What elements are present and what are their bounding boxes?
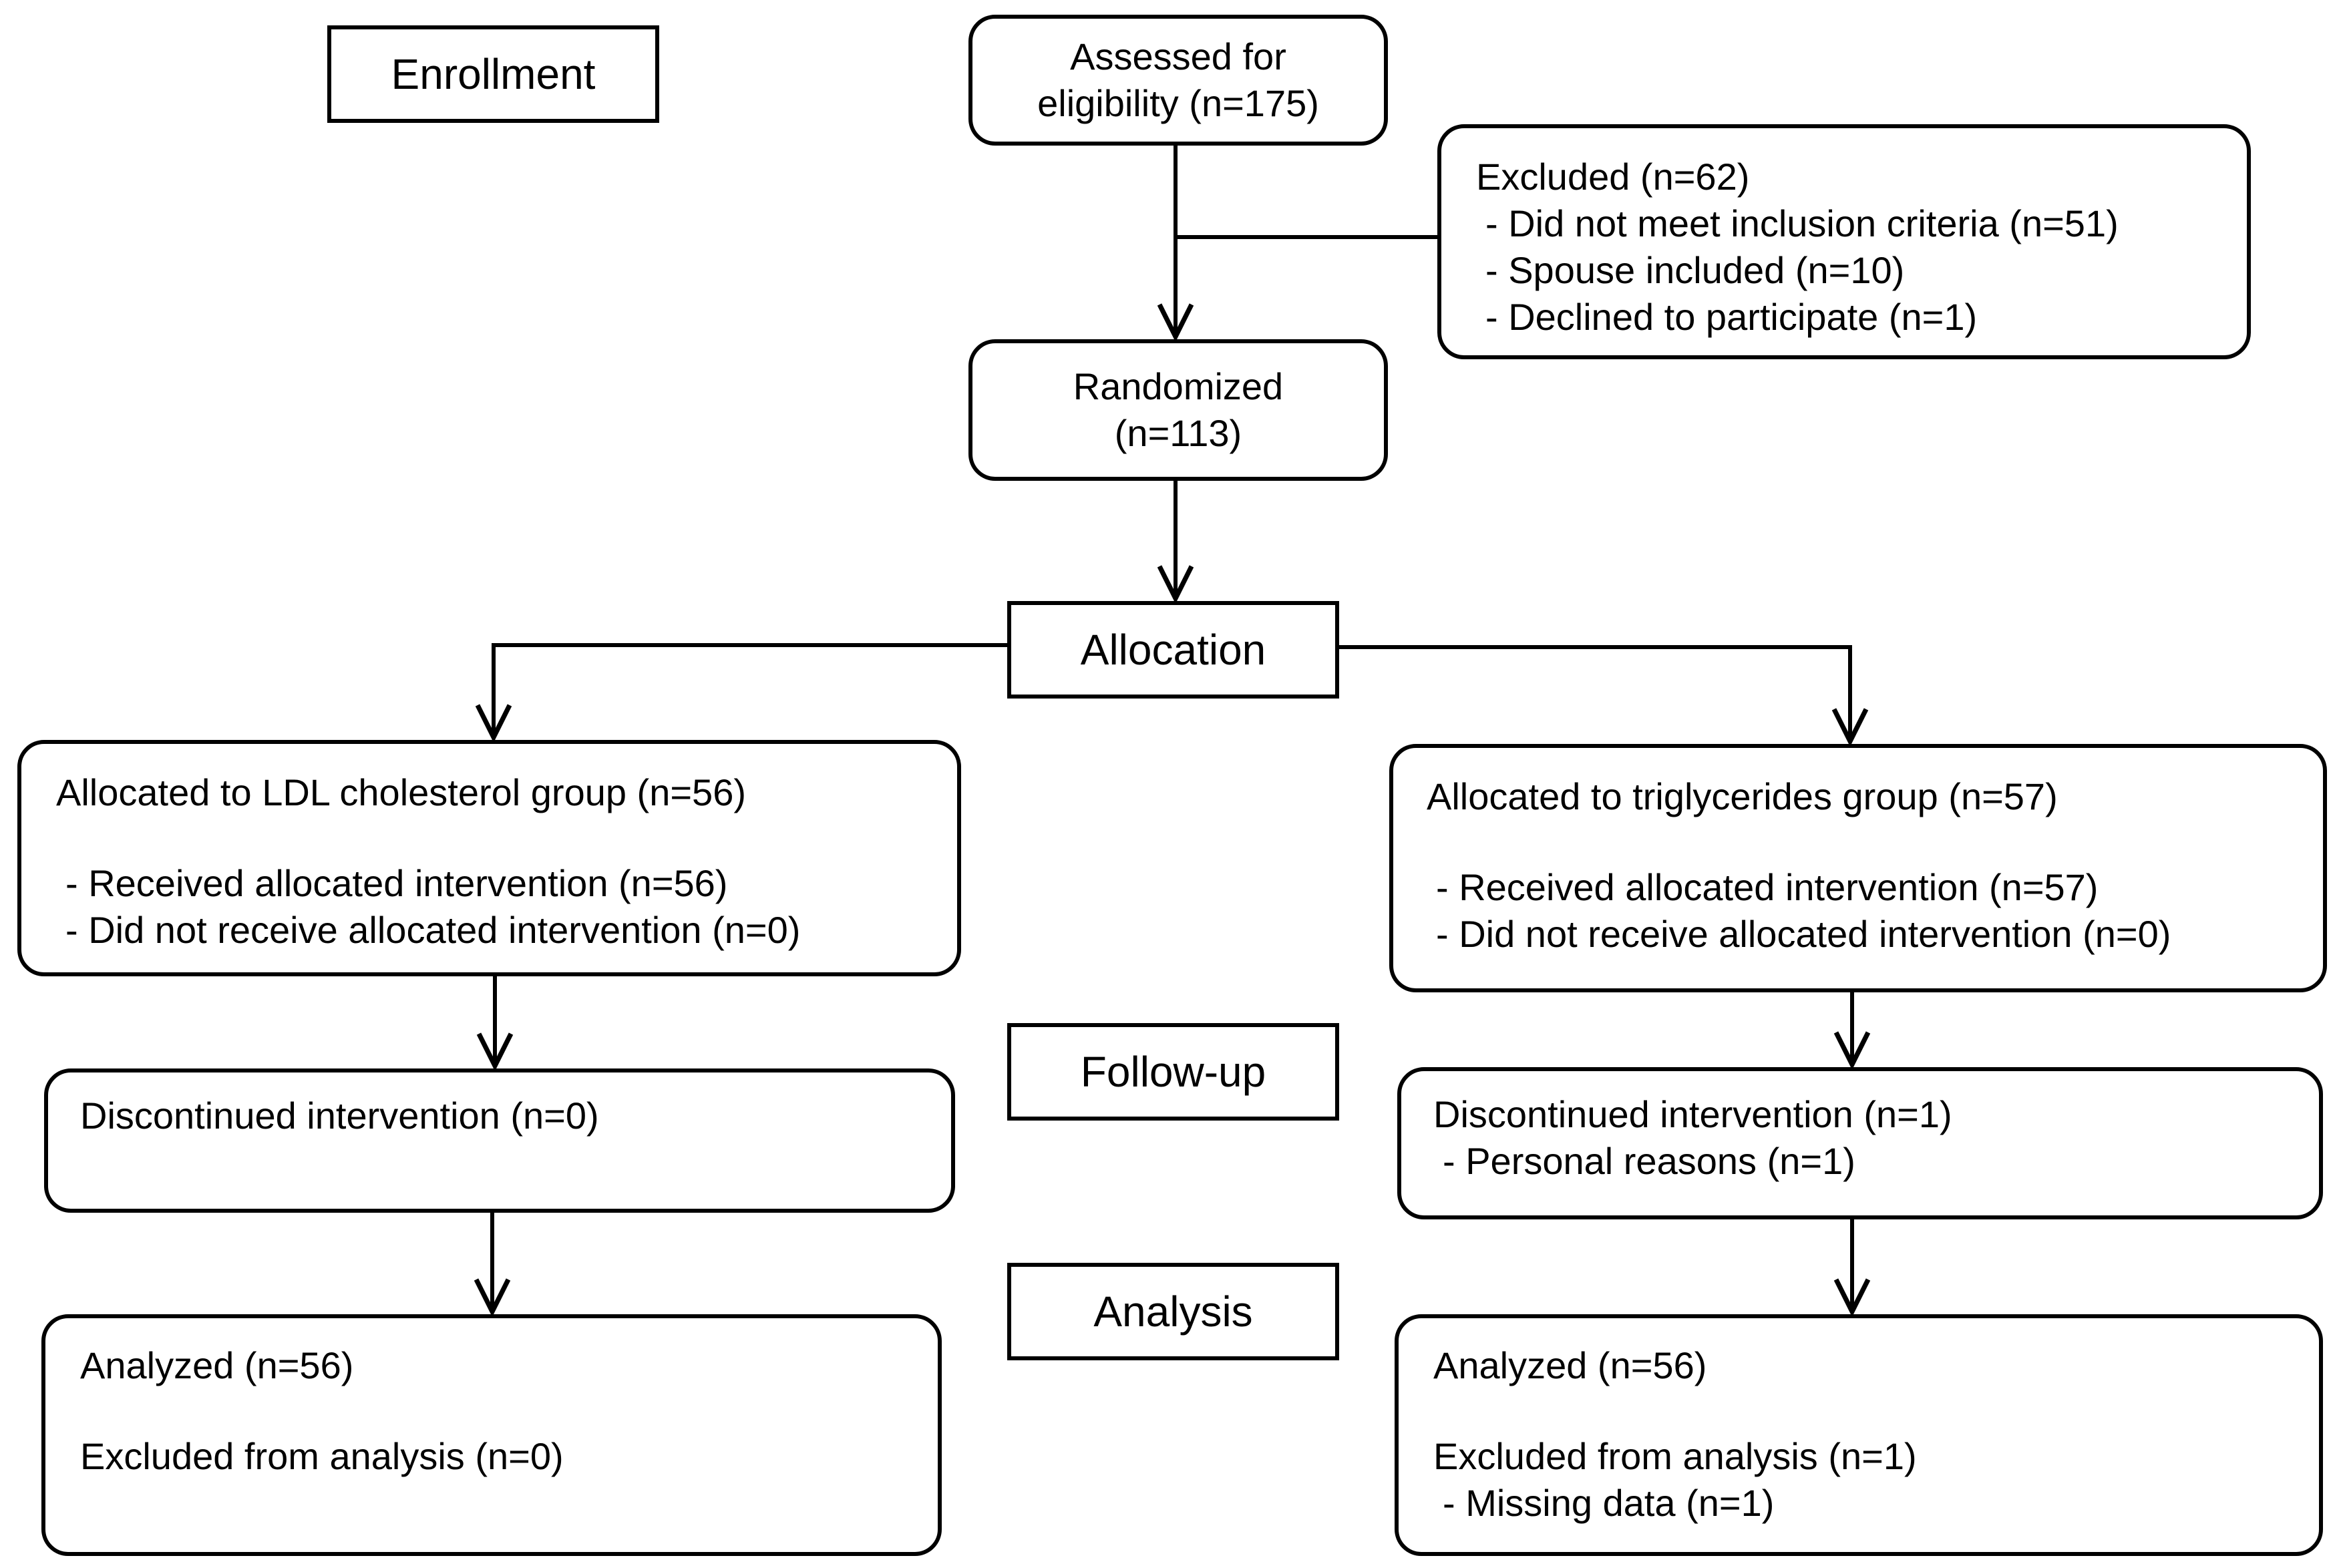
followup-left-box: Discontinued intervention (n=0) [44,1068,955,1213]
ldl-group-allocation-box: Allocated to LDL cholesterol group (n=56… [17,740,961,976]
assessed-line-2: eligibility (n=175) [1037,82,1319,124]
analysis-right-spacer [1433,1389,2319,1433]
tg-group-not-received: - Did not receive allocated intervention… [1436,913,2171,955]
stage-label-allocation: Allocation [1007,601,1339,699]
analysis-left-excluded: Excluded from analysis (n=0) [80,1435,564,1477]
arrow-allocation-to-tg-group [1339,645,1850,741]
ldl-group-not-received: - Did not receive allocated intervention… [65,909,801,951]
excluded-title: Excluded (n=62) [1476,156,1750,198]
tg-group-title: Allocated to triglycerides group (n=57) [1427,775,2058,817]
excluded-reason-spouse: - Spouse included (n=10) [1485,249,1905,291]
randomized-line-2: (n=113) [1114,412,1242,454]
excluded-reason-inclusion: - Did not meet inclusion criteria (n=51) [1485,202,2119,244]
analysis-left-analyzed: Analyzed (n=56) [80,1344,354,1386]
ldl-group-title: Allocated to LDL cholesterol group (n=56… [56,771,746,813]
randomized-box: Randomized (n=113) [968,339,1388,481]
stage-label-analysis: Analysis [1007,1263,1339,1360]
stage-label-followup-text: Follow-up [1080,1048,1266,1096]
tg-group-received: - Received allocated intervention (n=57) [1436,866,2099,908]
excluded-reason-declined: - Declined to participate (n=1) [1485,296,1978,338]
stage-label-enrollment: Enrollment [327,25,659,123]
followup-left-title: Discontinued intervention (n=0) [80,1095,599,1137]
stage-label-followup: Follow-up [1007,1023,1339,1121]
assessed-line-1: Assessed for [1070,35,1286,77]
randomized-line-1: Randomized [1073,365,1284,407]
followup-right-box: Discontinued intervention (n=1) - Person… [1397,1067,2323,1219]
analysis-right-box: Analyzed (n=56) Excluded from analysis (… [1395,1314,2323,1556]
stage-label-enrollment-text: Enrollment [391,50,596,98]
followup-right-title: Discontinued intervention (n=1) [1433,1093,1952,1135]
arrow-allocation-to-ldl-group [494,643,1007,737]
stage-label-analysis-text: Analysis [1093,1288,1253,1336]
analysis-right-reason: - Missing data (n=1) [1443,1482,1775,1524]
followup-right-reason: - Personal reasons (n=1) [1443,1140,1855,1182]
tg-group-allocation-box: Allocated to triglycerides group (n=57) … [1389,744,2327,992]
ldl-group-received: - Received allocated intervention (n=56) [65,862,728,904]
excluded-box: Excluded (n=62) - Did not meet inclusion… [1437,124,2251,359]
analysis-left-box: Analyzed (n=56) Excluded from analysis (… [41,1314,942,1556]
assessed-for-eligibility-box: Assessed for eligibility (n=175) [968,15,1388,146]
analysis-right-excluded: Excluded from analysis (n=1) [1433,1435,1917,1477]
analysis-left-spacer [80,1389,938,1433]
analysis-right-analyzed: Analyzed (n=56) [1433,1344,1707,1386]
ldl-group-spacer [56,816,957,860]
stage-label-allocation-text: Allocation [1080,626,1266,674]
tg-group-spacer [1427,820,2323,864]
